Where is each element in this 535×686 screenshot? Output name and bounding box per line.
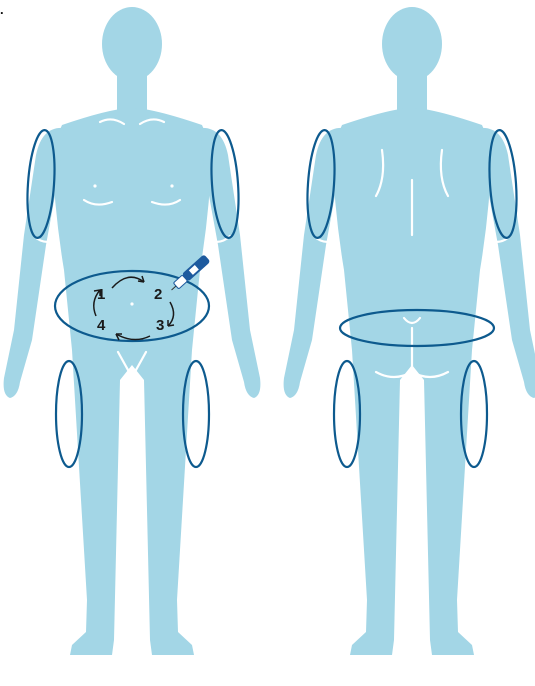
rotation-number-4: 4: [97, 317, 106, 334]
front-figure: 1 2 3 4: [4, 7, 261, 655]
back-figure: [284, 7, 535, 655]
rotation-number-3: 3: [156, 317, 164, 334]
back-body-silhouette: [284, 7, 535, 655]
front-body-silhouette: [4, 7, 261, 655]
navel: [130, 302, 133, 305]
rotation-number-1: 1: [97, 286, 105, 303]
rotation-number-2: 2: [154, 286, 162, 303]
